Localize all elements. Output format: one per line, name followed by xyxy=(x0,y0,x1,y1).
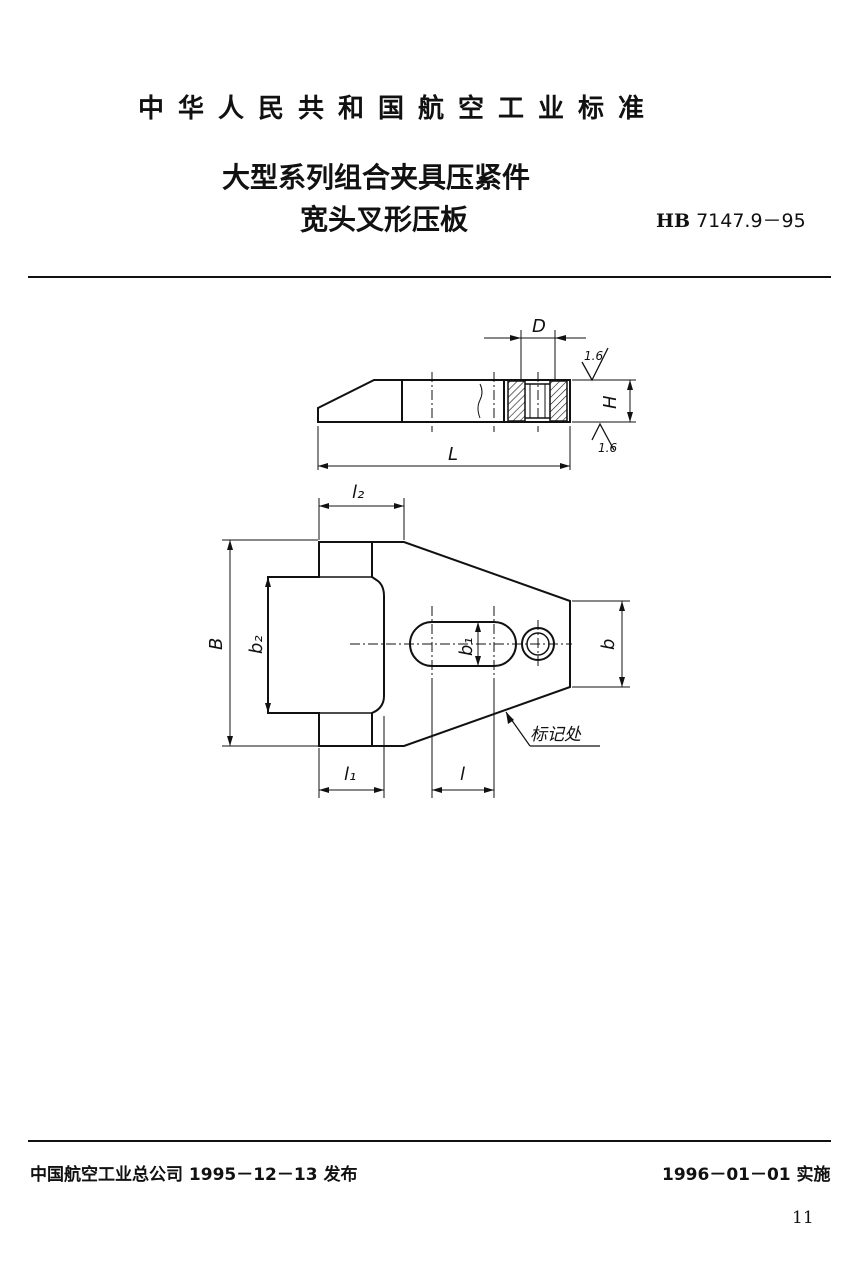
side-view xyxy=(317,330,636,470)
label-H: H xyxy=(600,395,621,409)
organization-title: 中华人民共和国航空工业标准 xyxy=(138,94,659,124)
label-B: B xyxy=(206,638,227,650)
dimension-arrows xyxy=(227,335,633,793)
effective-date: 1996－01－01 实施 xyxy=(662,1165,831,1185)
label-b1: b₁ xyxy=(456,637,477,656)
label-l1: l₁ xyxy=(344,764,356,785)
top-view xyxy=(222,498,630,798)
document-title-line1: 大型系列组合夹具压紧件 xyxy=(222,161,531,194)
standard-prefix: HB xyxy=(656,210,691,232)
label-l2: l₂ xyxy=(352,482,364,503)
header-rule xyxy=(28,276,831,278)
page-number: 11 xyxy=(792,1208,814,1228)
footer-rule xyxy=(28,1140,831,1142)
document-title-line2: 宽头叉形压板 xyxy=(300,203,469,236)
label-b: b xyxy=(598,639,619,650)
label-L: L xyxy=(448,444,458,465)
label-l: l xyxy=(460,764,465,785)
issue-date: 中国航空工业总公司 1995－12－13 发布 xyxy=(30,1165,358,1185)
roughness-bottom: 1.6 xyxy=(598,441,617,455)
label-D: D xyxy=(532,316,546,337)
label-b2: b₂ xyxy=(246,635,267,654)
roughness-top: 1.6 xyxy=(584,349,603,363)
standard-code: 7147.9－95 xyxy=(696,210,806,232)
label-marking: 标记处 xyxy=(530,725,582,745)
standard-number: HB 7147.9－95 xyxy=(656,206,806,233)
